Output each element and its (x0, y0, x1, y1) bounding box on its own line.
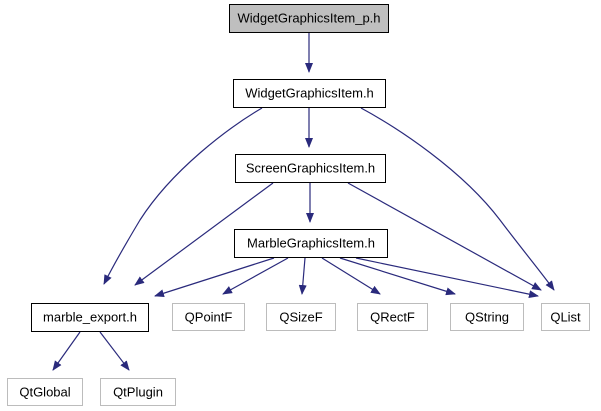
node-label: QtPlugin (113, 384, 163, 399)
node-label: marble_export.h (43, 309, 137, 325)
edge-widgetgraphicsitem-to-qlist (360, 107, 555, 291)
node-marble_export[interactable]: marble_export.h (31, 303, 149, 332)
node-qstring[interactable]: QString (450, 303, 524, 331)
edge-marblegraphicsitem-to-qstring (339, 257, 456, 296)
edge-marblegraphicsitem-to-qsizef (298, 257, 307, 295)
node-qpointf[interactable]: QPointF (172, 303, 245, 331)
node-label: ScreenGraphicsItem.h (245, 160, 376, 176)
node-qlist[interactable]: QList (541, 303, 590, 331)
node-label: MarbleGraphicsItem.h (247, 235, 375, 251)
node-qtplugin[interactable]: QtPlugin (100, 378, 176, 406)
node-label: QSizeF (279, 309, 323, 324)
edge-marblegraphicsitem-to-marble_export (154, 257, 275, 298)
edge-marblegraphicsitem-to-qrectf (321, 257, 381, 295)
node-qrectf[interactable]: QRectF (357, 303, 428, 331)
node-widgetgraphicsitem[interactable]: WidgetGraphicsItem.h (233, 79, 386, 108)
node-label: WidgetGraphicsItem.h (245, 85, 374, 101)
edge-marble_export-to-qtglobal (52, 331, 81, 371)
node-marblegraphicsitem[interactable]: MarbleGraphicsItem.h (234, 229, 388, 258)
node-qsizef[interactable]: QSizeF (266, 303, 336, 331)
node-widgetgraphicsitem_p: WidgetGraphicsItem_p.h (229, 4, 389, 33)
edge-marblegraphicsitem-to-qlist (355, 257, 539, 299)
node-label: QPointF (184, 309, 233, 324)
edge-marblegraphicsitem-to-qpointf (222, 257, 289, 295)
node-label: QRectF (370, 309, 415, 324)
node-label: QtGlobal (19, 384, 71, 399)
node-qtglobal[interactable]: QtGlobal (7, 378, 83, 406)
node-label: WidgetGraphicsItem_p.h (237, 10, 381, 26)
node-screengraphicsitem[interactable]: ScreenGraphicsItem.h (235, 154, 386, 183)
edge-marble_export-to-qtplugin (99, 331, 130, 371)
node-label: QList (550, 309, 581, 324)
node-label: QString (464, 309, 510, 324)
